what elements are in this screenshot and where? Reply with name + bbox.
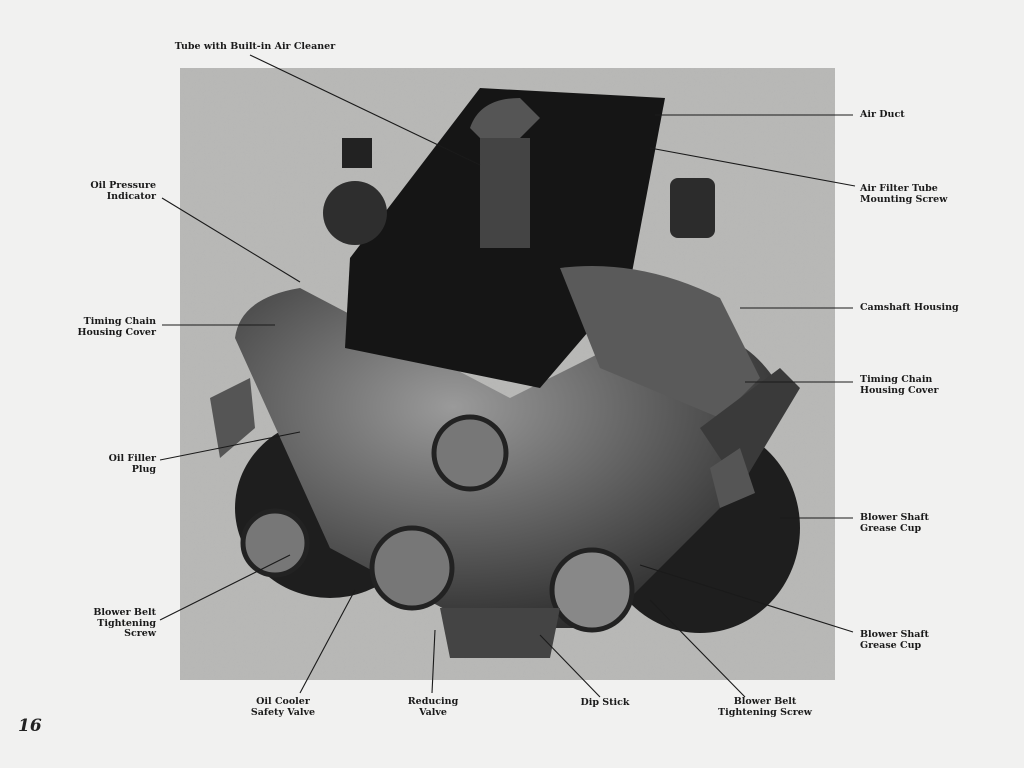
leader-line: [249, 54, 481, 166]
label-air-filter-tube: Air Filter Tube Mounting Screw: [860, 183, 948, 205]
label-oil-cooler-safety-valve: Oil Cooler Safety Valve: [250, 696, 316, 718]
leader-line: [159, 431, 301, 461]
leader-line: [159, 554, 291, 621]
label-blower-belt-left: Blower Belt Tightening Screw: [93, 607, 156, 639]
leader-line: [649, 599, 746, 698]
leader-line: [299, 589, 356, 694]
label-timing-chain-right: Timing Chain Housing Cover: [860, 374, 939, 396]
engine-photo: [180, 68, 835, 680]
engine-illustration: [180, 68, 835, 680]
label-dip-stick: Dip Stick: [580, 697, 630, 708]
leader-line: [539, 634, 601, 698]
label-blower-belt-bottom: Blower Belt Tightening Screw: [718, 696, 812, 718]
label-camshaft-housing: Camshaft Housing: [860, 302, 959, 313]
label-oil-filler-plug: Oil Filler Plug: [108, 453, 156, 475]
leader-line: [649, 147, 856, 187]
label-timing-chain-left: Timing Chain Housing Cover: [77, 316, 156, 338]
page-number: 16: [18, 716, 42, 736]
label-reducing-valve: Reducing Valve: [407, 696, 459, 718]
label-tube-air-cleaner: Tube with Built-in Air Cleaner: [174, 41, 336, 52]
label-blower-shaft-grease-cup-1: Blower Shaft Grease Cup: [860, 512, 929, 534]
leader-line: [639, 564, 854, 633]
label-air-duct: Air Duct: [860, 109, 905, 120]
leader-line: [161, 197, 301, 283]
label-blower-shaft-grease-cup-2: Blower Shaft Grease Cup: [860, 629, 929, 651]
leader-line: [431, 629, 436, 694]
label-oil-pressure-indicator: Oil Pressure Indicator: [90, 180, 156, 202]
